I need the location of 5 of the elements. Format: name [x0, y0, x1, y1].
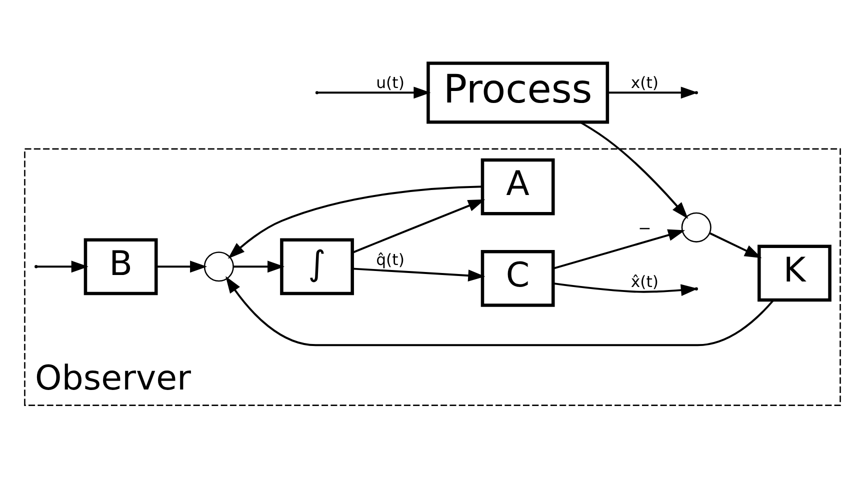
edge-label: x(t): [630, 73, 659, 92]
edge-label: u(t): [376, 73, 404, 92]
edge-label: −: [638, 218, 652, 238]
edge-label: x̂(t): [630, 272, 659, 292]
edge-label: q̂(t): [376, 250, 404, 269]
